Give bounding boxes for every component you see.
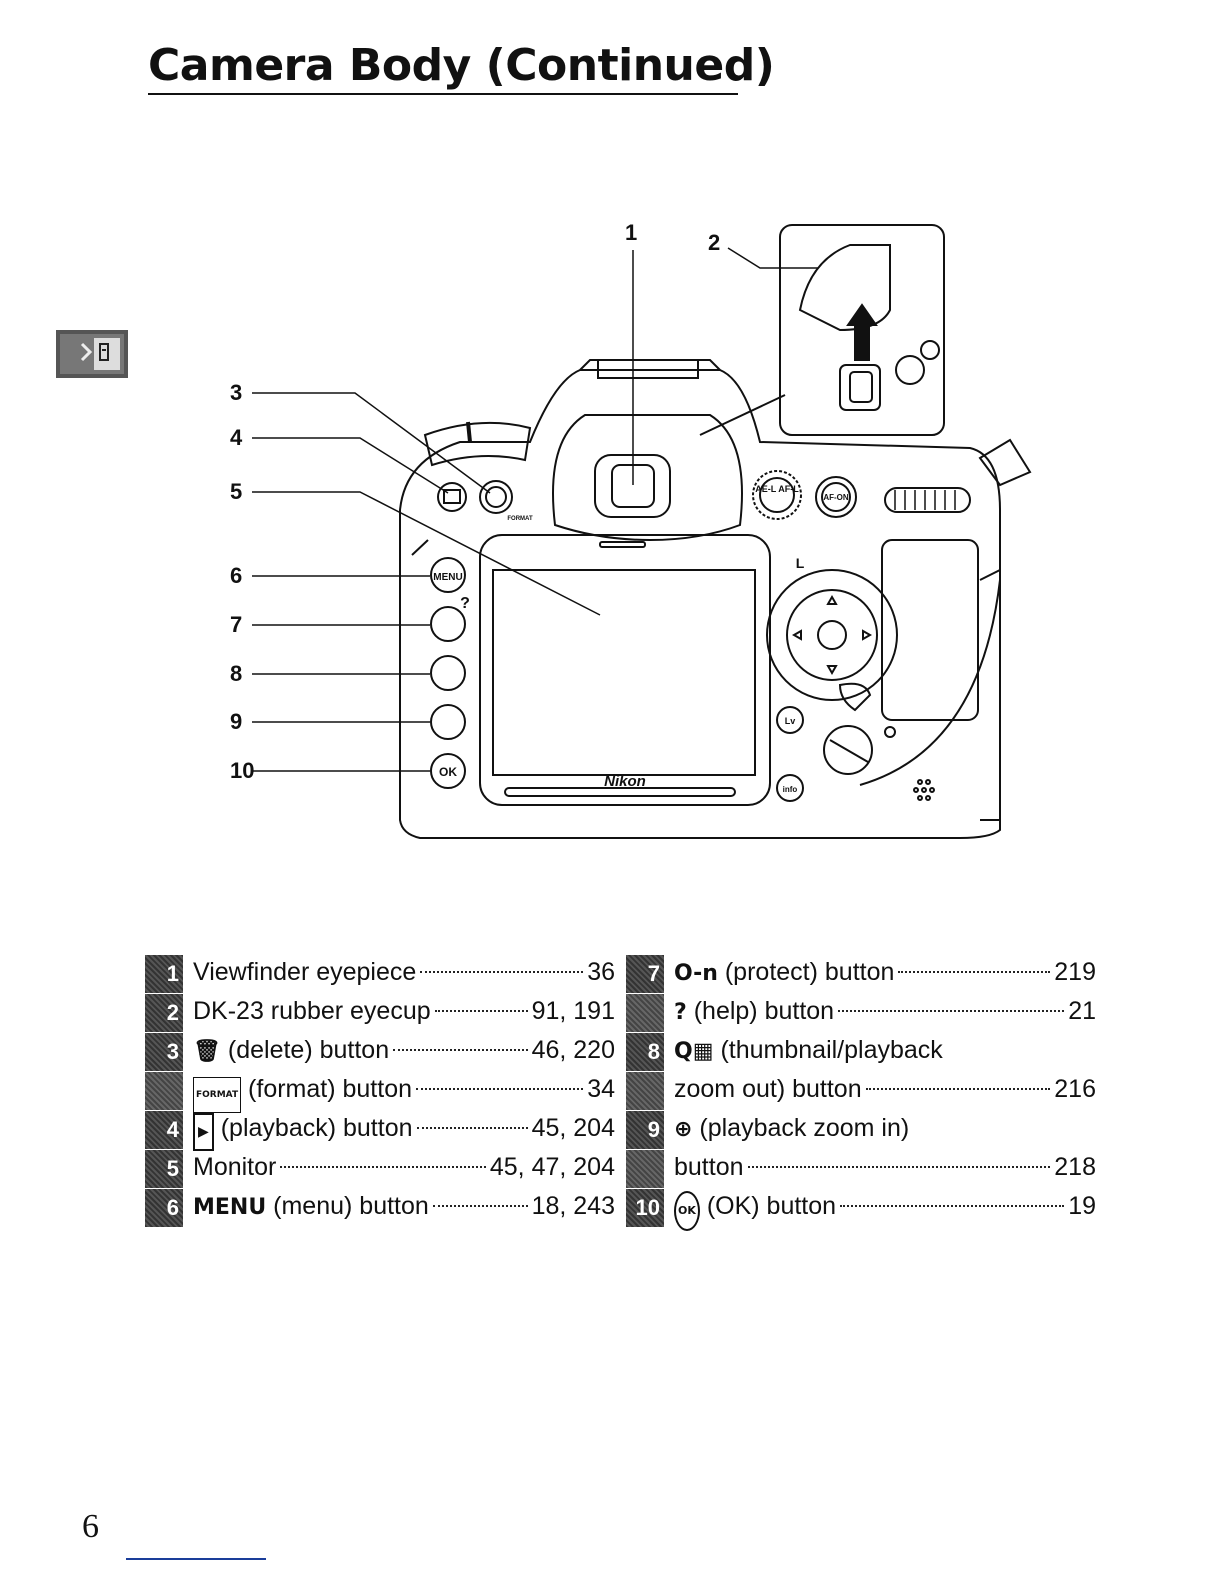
legend-page: 34	[587, 1075, 615, 1103]
help-icon: ?	[674, 1000, 687, 1025]
legend-label: (menu) button	[273, 1192, 429, 1220]
ok-button-label: OK	[439, 765, 457, 779]
callout-10: 10	[230, 758, 254, 783]
legend-page: 18, 243	[531, 1192, 615, 1220]
delete-icon: 🗑	[193, 1039, 221, 1064]
help-mark: ?	[460, 595, 470, 612]
legend-item: 7 O-n (protect) button 219	[626, 955, 1096, 994]
callout-4: 4	[230, 425, 243, 450]
callout-3: 3	[230, 380, 242, 405]
legend-number: 7	[626, 955, 664, 993]
legend-page: 218	[1054, 1153, 1096, 1181]
callout-8: 8	[230, 661, 242, 686]
lv-button-label: Lv	[785, 716, 796, 726]
page-title: Camera Body (Continued)	[148, 40, 775, 91]
legend-number: 8	[626, 1033, 664, 1071]
legend-item: 10 OK (OK) button 19	[626, 1189, 1096, 1231]
legend-number	[626, 1072, 664, 1110]
legend-item: 1 Viewfinder eyepiece 36	[145, 955, 615, 994]
legend-label: (format) button	[248, 1075, 412, 1103]
legend-page: 19	[1068, 1192, 1096, 1220]
section-tab-icon	[56, 330, 128, 378]
legend-label: (playback zoom in)	[699, 1114, 910, 1142]
callout-7: 7	[230, 612, 242, 637]
legend-label: (thumbnail/playback	[720, 1036, 943, 1064]
afon-button-label: AF-ON	[823, 493, 849, 502]
legend-page: 91, 191	[531, 997, 615, 1025]
legend-page: 219	[1054, 958, 1096, 986]
callout-1: 1	[625, 220, 637, 245]
callout-9: 9	[230, 709, 242, 734]
legend-label: Viewfinder eyepiece	[193, 958, 417, 986]
lock-mark: L	[796, 555, 805, 571]
legend-number: 5	[145, 1150, 183, 1188]
legend-item: FORMAT (format) button 34	[145, 1072, 615, 1113]
legend-item: 2 DK-23 rubber eyecup 91, 191	[145, 994, 615, 1033]
ael-button-label: AE-L AF-L	[755, 484, 799, 494]
legend-page: 46, 220	[531, 1036, 615, 1064]
legend-item: button 218	[626, 1150, 1096, 1189]
legend-label: (playback) button	[220, 1114, 413, 1142]
legend-item: 6 MENU (menu) button 18, 243	[145, 1189, 615, 1228]
legend-number: 10	[626, 1189, 664, 1227]
legend-label: (delete) button	[227, 1036, 390, 1064]
legend-number: 2	[145, 994, 183, 1032]
legend-page: 216	[1054, 1075, 1096, 1103]
info-button-label: info	[783, 785, 798, 794]
legend-label: zoom out) button	[674, 1075, 862, 1103]
legend-label: (OK) button	[706, 1192, 837, 1220]
legend-number: 6	[145, 1189, 183, 1227]
footer-rule	[126, 1558, 266, 1560]
legend-number	[145, 1072, 183, 1110]
protect-icon: O-n	[674, 961, 718, 986]
menu-button-label: MENU	[433, 572, 462, 583]
playback-icon: ▶	[193, 1113, 214, 1151]
legend-number	[626, 994, 664, 1032]
legend-page: 45, 204	[531, 1114, 615, 1142]
zoom-in-icon: ⊕	[674, 1117, 693, 1142]
legend-number: 9	[626, 1111, 664, 1149]
nikon-brand: Nikon	[604, 773, 646, 790]
legend-item: 8 Q▦ (thumbnail/playback	[626, 1033, 1096, 1072]
legend-item: ? (help) button 21	[626, 994, 1096, 1033]
legend-number: 1	[145, 955, 183, 993]
format-icon: FORMAT	[193, 1077, 242, 1113]
legend-item: 9 ⊕ (playback zoom in)	[626, 1111, 1096, 1150]
page-number: 6	[82, 1508, 99, 1545]
legend-page: 36	[587, 958, 615, 986]
thumbnail-icon: Q▦	[674, 1039, 714, 1064]
format-mark: FORMAT	[507, 516, 533, 522]
legend-label: (protect) button	[724, 958, 895, 986]
title-underline	[148, 93, 738, 95]
legend-label: DK-23 rubber eyecup	[193, 997, 431, 1025]
camera-back-diagram: MENU OK AE-L AF-L AF-ON Lv info ? L FORM…	[230, 220, 1032, 839]
callout-2: 2	[708, 230, 720, 255]
legend-number: 4	[145, 1111, 183, 1149]
legend-page: 21	[1068, 997, 1096, 1025]
legend-item: 4 ▶ (playback) button 45, 204	[145, 1111, 615, 1151]
legend-page: 45, 47, 204	[489, 1153, 615, 1181]
legend-item: 5 Monitor 45, 47, 204	[145, 1150, 615, 1189]
ok-icon: OK	[674, 1191, 700, 1231]
legend-label: button	[674, 1153, 744, 1181]
legend-label: Monitor	[193, 1153, 277, 1181]
callout-5: 5	[230, 479, 242, 504]
callout-6: 6	[230, 563, 242, 588]
legend-number	[626, 1150, 664, 1188]
legend-item: 3 🗑 (delete) button 46, 220	[145, 1033, 615, 1072]
legend-number: 3	[145, 1033, 183, 1071]
legend-label: (help) button	[693, 997, 835, 1025]
legend-item: zoom out) button 216	[626, 1072, 1096, 1111]
menu-icon: MENU	[193, 1195, 267, 1220]
